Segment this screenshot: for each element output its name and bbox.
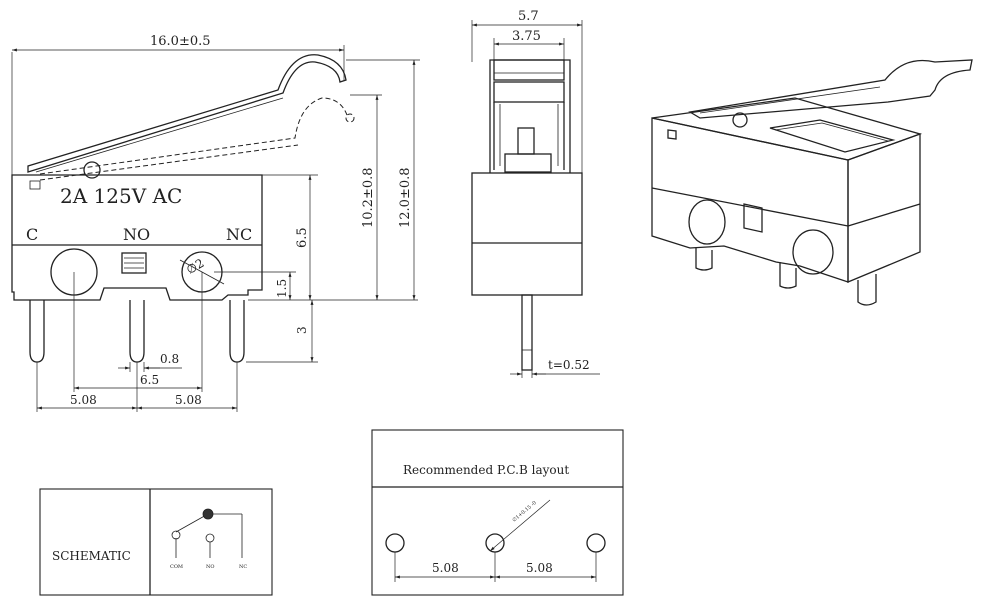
iso-hole-right bbox=[792, 229, 834, 275]
pin-no bbox=[129, 300, 145, 363]
lever-low-dim: 10.2±0.8 bbox=[361, 167, 376, 228]
height-dim: 6.5 bbox=[295, 227, 310, 248]
rating-label: 2A 125V AC bbox=[60, 184, 182, 208]
thickness-dim: t=0.52 bbox=[548, 358, 590, 372]
lever-arm bbox=[27, 54, 347, 173]
lever-pressed-position bbox=[39, 97, 349, 175]
pin-c bbox=[29, 300, 45, 363]
schematic-nc-label: NC bbox=[239, 564, 247, 570]
hole-spacing-dim: 6.5 bbox=[140, 373, 159, 387]
pcb-layout-box: Recommended P.C.B layout ∅1+0.15 -0 5.08… bbox=[371, 429, 624, 596]
iso-lever bbox=[688, 59, 973, 119]
pin-length-dim: 3 bbox=[295, 326, 309, 334]
terminal-nc-label: NC bbox=[226, 225, 252, 244]
pcb-title: Recommended P.C.B layout bbox=[403, 463, 569, 477]
schematic-label: SCHEMATIC bbox=[52, 549, 131, 563]
pin-nc bbox=[229, 300, 245, 363]
isometric-view bbox=[651, 59, 973, 306]
pin-width-dim: 0.8 bbox=[160, 352, 179, 366]
pitch-right-dim: 5.08 bbox=[175, 393, 202, 407]
schematic-no-label: NO bbox=[206, 564, 214, 570]
overall-length-dim: 16.0±0.5 bbox=[150, 34, 211, 49]
iso-hole-left bbox=[688, 199, 726, 245]
switch-body-outline bbox=[11, 174, 263, 301]
pitch-left-dim: 5.08 bbox=[70, 393, 97, 407]
pcb-pitch-left: 5.08 bbox=[432, 561, 459, 575]
terminal-c-label: C bbox=[26, 225, 38, 244]
side-view: 2A 125V AC C NO NC ∅2 16.0±0.5 6.5 10.2±… bbox=[11, 34, 420, 412]
hole-offset-dim: 1.5 bbox=[275, 279, 289, 298]
front-width-outer-dim: 5.7 bbox=[518, 9, 539, 24]
lever-high-dim: 12.0±0.8 bbox=[398, 167, 413, 228]
front-body bbox=[471, 172, 583, 296]
button-window bbox=[121, 252, 147, 274]
schematic-com-label: COM bbox=[170, 564, 183, 570]
pcb-pitch-right: 5.08 bbox=[526, 561, 553, 575]
front-pin bbox=[521, 294, 533, 371]
common-contact-dot bbox=[202, 508, 214, 520]
schematic-box: SCHEMATIC COM NO NC bbox=[39, 488, 273, 596]
front-view: 5.7 3.75 t=0.52 bbox=[471, 9, 600, 378]
front-width-inner-dim: 3.75 bbox=[512, 29, 541, 44]
terminal-no-label: NO bbox=[123, 225, 150, 244]
